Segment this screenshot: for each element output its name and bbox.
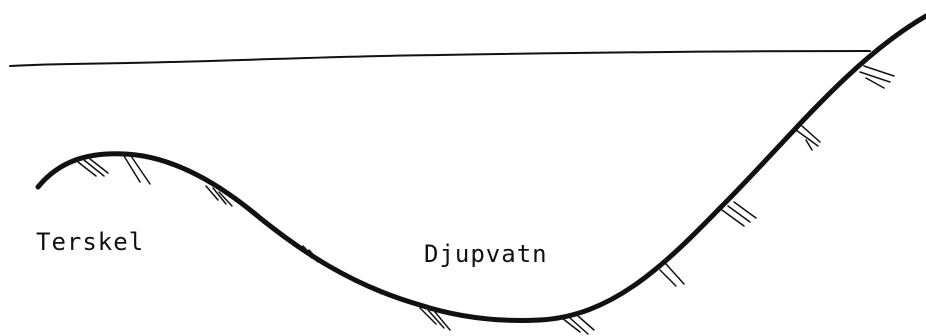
deep-water-label: Djupvatn (424, 240, 548, 268)
sill-label: Terskel (36, 228, 144, 256)
water-surface-line (10, 51, 870, 66)
seabed-hatching (78, 66, 894, 334)
